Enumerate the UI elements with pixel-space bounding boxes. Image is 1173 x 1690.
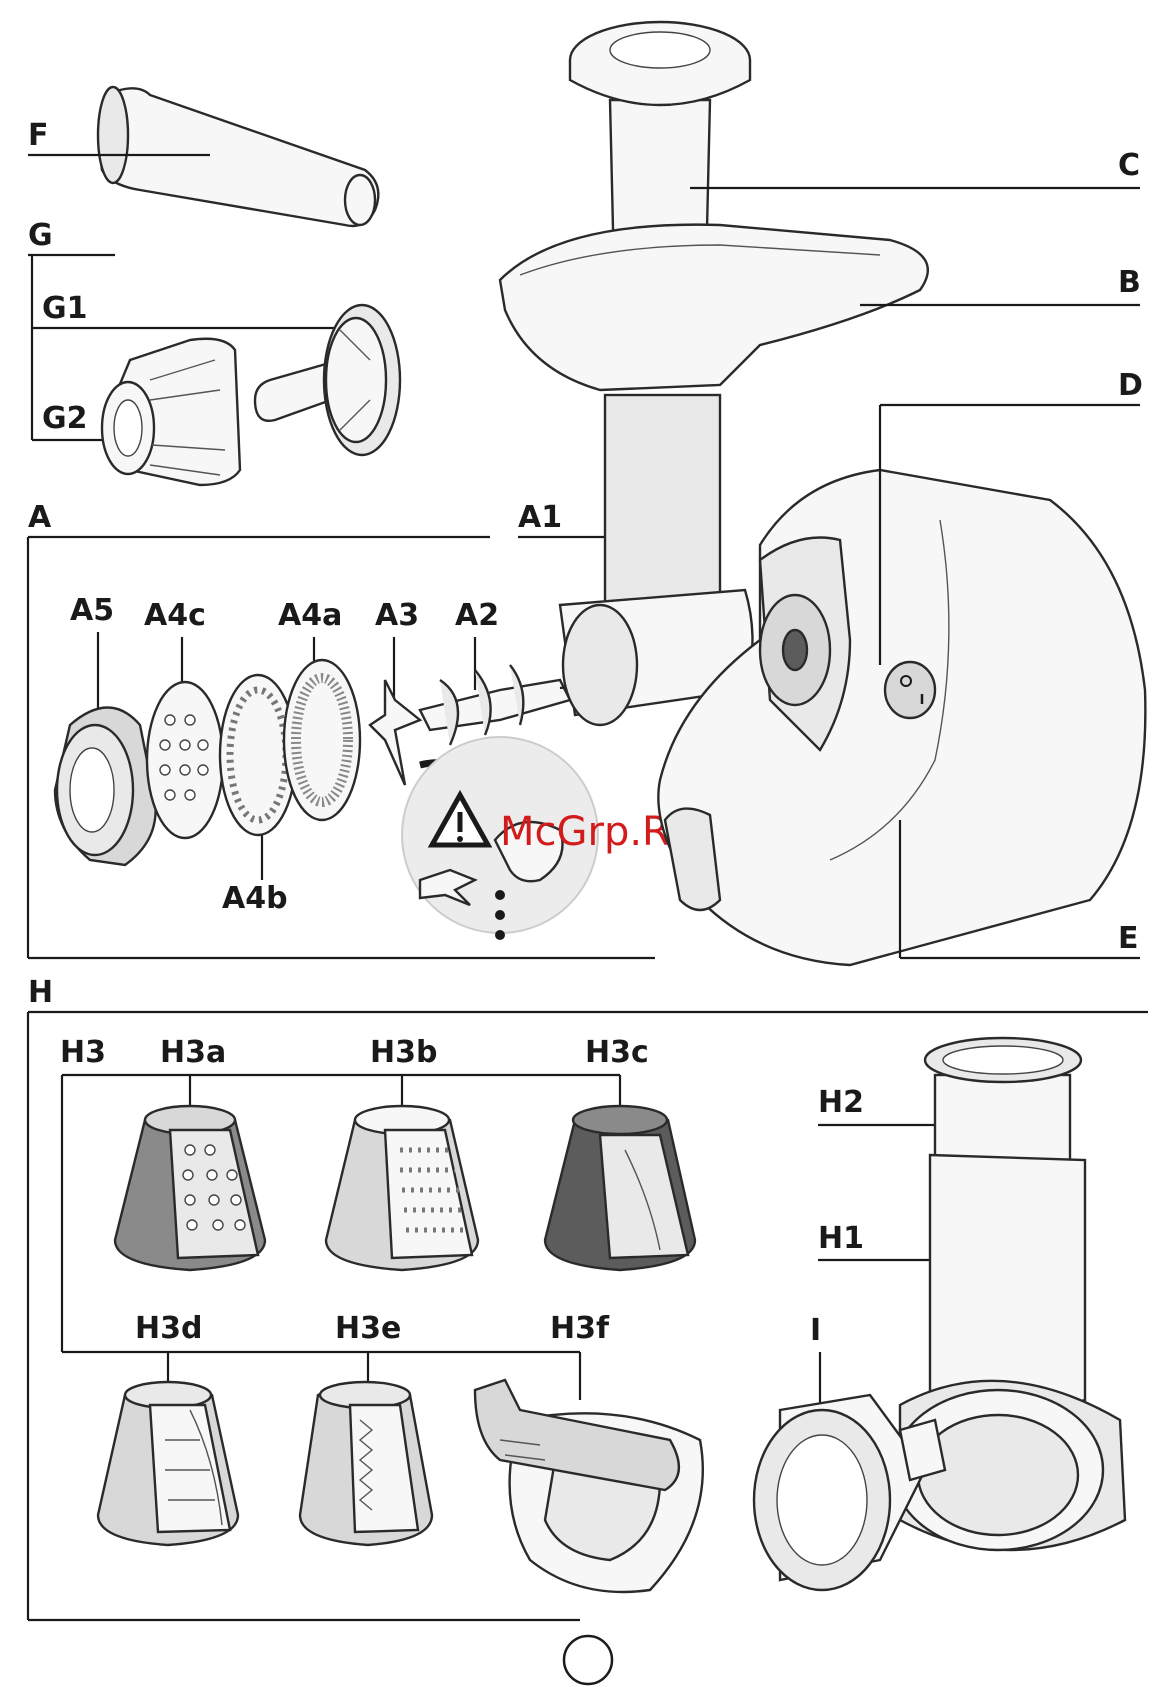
slicer-cone-illustration: [545, 1106, 695, 1270]
label-A4b: A4b: [222, 881, 288, 916]
label-H: H: [28, 975, 53, 1010]
label-A4a: A4a: [278, 598, 342, 633]
label-B: B: [1118, 265, 1141, 300]
label-C: C: [1118, 148, 1140, 183]
label-H1: H1: [818, 1221, 864, 1256]
page-number-circle: [564, 1636, 612, 1684]
label-F: F: [28, 118, 49, 153]
label-A2: A2: [455, 598, 499, 633]
label-G2: G2: [42, 401, 88, 436]
julienne-cone-illustration: [98, 1382, 238, 1545]
label-G: G: [28, 218, 53, 253]
fine-grater-cone-illustration: [326, 1106, 478, 1270]
label-H3f: H3f: [550, 1311, 610, 1346]
large-hole-disc-illustration: [147, 682, 223, 838]
sausage-funnel-illustration: [98, 87, 378, 226]
label-H3e: H3e: [335, 1311, 401, 1346]
fine-julienne-cone-illustration: [300, 1382, 432, 1545]
label-A1: A1: [518, 500, 562, 535]
label-A5: A5: [70, 593, 114, 628]
label-H3: H3: [60, 1035, 106, 1070]
label-A4c: A4c: [144, 598, 206, 633]
label-A3: A3: [375, 598, 419, 633]
food-tray-illustration: [500, 225, 928, 390]
label-G1: G1: [42, 291, 88, 326]
ice-shaver-cone-illustration: [475, 1380, 703, 1592]
label-H3a: H3a: [160, 1035, 226, 1070]
label-H2: H2: [818, 1085, 864, 1120]
coarse-grater-cone-illustration: [115, 1106, 265, 1270]
kebbe-cone-illustration: [102, 339, 240, 485]
label-D: D: [1118, 368, 1143, 403]
label-H3b: H3b: [370, 1035, 437, 1070]
on-off-switch-icon[interactable]: [885, 662, 935, 718]
label-E: E: [1118, 921, 1139, 956]
label-H3d: H3d: [135, 1311, 202, 1346]
ring-nut-illustration: [55, 708, 156, 866]
label-H3c: H3c: [585, 1035, 649, 1070]
fine-hole-disc-illustration: [284, 660, 360, 820]
label-I: I: [810, 1313, 821, 1348]
label-A: A: [28, 500, 52, 535]
